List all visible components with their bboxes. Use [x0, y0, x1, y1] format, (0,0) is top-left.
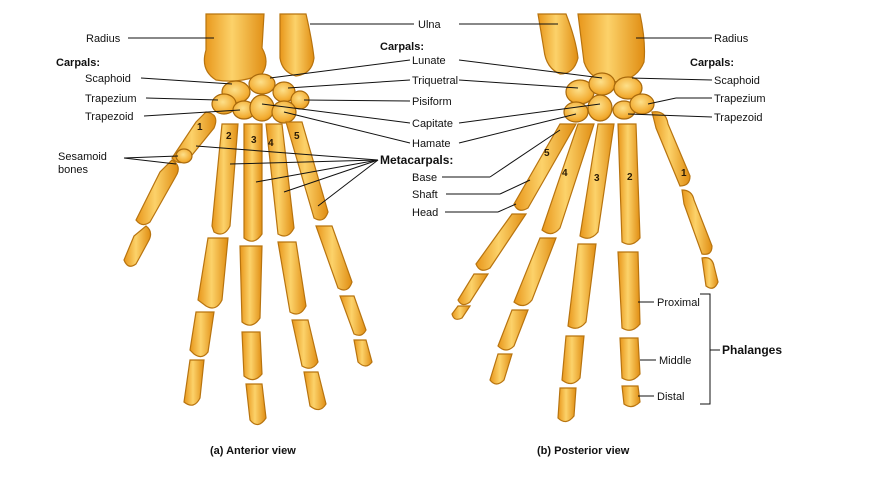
mc-number-p-4: 4 — [562, 168, 568, 179]
label-trapezium-left: Trapezium — [85, 93, 137, 105]
mc-number-p-3: 3 — [594, 173, 600, 184]
radius-bone-posterior — [577, 13, 646, 83]
thumb-posterior — [651, 111, 719, 289]
label-pisiform: Pisiform — [412, 96, 452, 108]
hamate-bone-p — [563, 101, 589, 123]
label-ulna: Ulna — [418, 19, 442, 31]
radius-bone-anterior — [203, 13, 267, 82]
label-scaphoid-left: Scaphoid — [85, 73, 131, 85]
lunate-bone-p — [588, 72, 616, 96]
metacarpal-numbers-anterior: 1 2 3 4 5 — [197, 122, 300, 149]
trapezium-bone-p — [629, 93, 655, 115]
capitate-bone-p — [587, 94, 613, 122]
label-radius-left: Radius — [86, 33, 121, 45]
label-trapezoid-left: Trapezoid — [85, 111, 134, 123]
label-shaft: Shaft — [412, 189, 438, 201]
label-sesamoid-line1: Sesamoid — [58, 151, 107, 163]
metacarpal-numbers-posterior: 5 4 3 2 1 — [544, 148, 687, 184]
label-trapezium-right: Trapezium — [714, 93, 766, 105]
mc-number-a-3: 3 — [251, 135, 257, 146]
thumb-anterior — [123, 111, 217, 267]
label-triquetral: Triquetral — [412, 75, 458, 87]
label-phalanges: Phalanges — [722, 343, 782, 357]
little-finger-anterior — [285, 121, 373, 367]
lunate-bone-a — [248, 73, 276, 95]
mc-number-a-2: 2 — [226, 131, 232, 142]
label-trapezoid-right: Trapezoid — [714, 112, 763, 124]
label-proximal: Proximal — [657, 297, 700, 309]
posterior-hand — [451, 13, 719, 423]
ring-finger-anterior — [265, 123, 327, 411]
middle-finger-anterior — [239, 123, 267, 426]
little-finger-posterior — [451, 123, 578, 320]
index-finger-anterior — [183, 123, 239, 406]
sesamoid-bone-a — [175, 148, 193, 164]
labels: Radius Carpals: Scaphoid Trapezium Trape… — [56, 19, 782, 403]
label-sesamoid-line2: bones — [58, 164, 88, 176]
label-middle: Middle — [659, 355, 691, 367]
label-distal: Distal — [657, 391, 685, 403]
ring-finger-posterior — [489, 123, 595, 385]
label-base: Base — [412, 172, 437, 184]
label-carpals-center: Carpals: — [380, 41, 424, 53]
mc-number-a-4: 4 — [268, 138, 274, 149]
capitate-bone-a — [249, 94, 275, 122]
carpal-cluster-posterior — [563, 72, 655, 123]
mc-number-a-1: 1 — [197, 122, 203, 133]
index-finger-posterior — [617, 123, 641, 408]
caption-anterior-view: (a) Anterior view — [210, 445, 296, 457]
leader-lines — [123, 23, 720, 405]
mc-number-p-5: 5 — [544, 148, 550, 159]
label-radius-right: Radius — [714, 33, 749, 45]
label-carpals-left: Carpals: — [56, 57, 100, 69]
label-metacarpals: Metacarpals: — [380, 153, 453, 167]
middle-finger-posterior — [557, 123, 615, 423]
caption-posterior-view: (b) Posterior view — [537, 445, 630, 457]
captions: (a) Anterior view (b) Posterior view — [210, 445, 630, 457]
ulna-bone-anterior — [279, 13, 315, 77]
anterior-hand — [123, 13, 373, 426]
label-carpals-right: Carpals: — [690, 57, 734, 69]
label-hamate: Hamate — [412, 138, 451, 150]
mc-number-p-1: 1 — [681, 168, 687, 179]
label-capitate: Capitate — [412, 118, 453, 130]
mc-number-p-2: 2 — [627, 172, 633, 183]
scaphoid-bone-p — [613, 76, 643, 100]
ulna-bone-posterior — [537, 13, 579, 75]
label-scaphoid-right: Scaphoid — [714, 75, 760, 87]
mc-number-a-5: 5 — [294, 131, 300, 142]
label-head: Head — [412, 207, 438, 219]
label-lunate: Lunate — [412, 55, 446, 67]
